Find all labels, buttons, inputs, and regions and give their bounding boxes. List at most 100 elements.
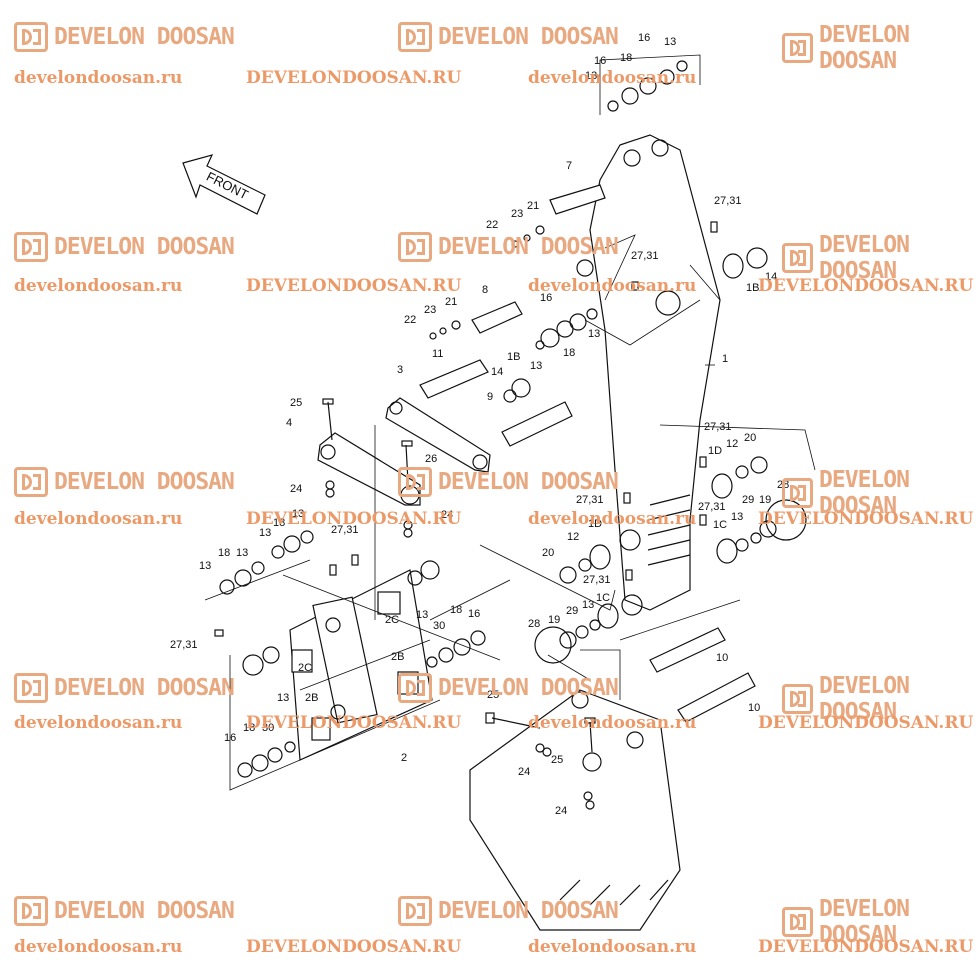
watermark-logo: DEVELON DOOSAN [14,673,235,703]
part-label: 12 [726,438,739,450]
watermark-logo: DEVELON DOOSAN [14,232,235,262]
part-label: 16 [594,55,607,67]
grease-nipples [214,221,718,637]
brand-logo-icon [398,232,432,262]
part-label: 13 [277,692,290,704]
part-label: 2B [391,651,405,663]
watermark-logo: DEVELON DOOSAN [398,896,619,926]
part-label: 27,31 [631,250,659,262]
watermark-logo: DEVELON DOOSAN [782,232,980,284]
part-label: 10 [716,652,729,664]
part-label: 24 [555,805,568,817]
watermark-url: DEVELONDOOSAN.RU [246,937,462,957]
part-label: 13 [530,360,543,372]
part-label: 29 [742,494,755,506]
leader-lines [204,54,816,791]
watermark-logo: DEVELON DOOSAN [782,673,980,725]
brand-logo-icon [782,33,814,63]
part-label: 18 [218,547,231,559]
part-label: 12 [567,531,580,543]
watermark-logo: DEVELON DOOSAN [398,467,619,497]
part-label: 25 [551,754,564,766]
part-label: 24 [518,766,531,778]
part-label: 18 [620,52,633,64]
part-label: 14 [491,366,504,378]
part-label: 23 [511,208,524,220]
part-label: 2 [401,752,408,764]
part-label: 8 [482,284,489,296]
watermark-url: develondoosan.ru [14,937,183,957]
part-label: 4 [286,417,293,429]
brand-logo-icon [14,232,48,262]
brand-logo-icon [398,673,432,703]
watermark-url: develondoosan.ru [14,276,183,296]
part-label: 18 [273,517,286,529]
brand-logo-icon [782,907,814,937]
part-label: 11 [432,348,444,360]
watermark-url: DEVELONDOOSAN.RU [758,509,974,529]
part-label: 23 [424,304,437,316]
watermark-url: develondoosan.ru [14,68,183,88]
watermark-url: develondoosan.ru [528,68,697,88]
part-label: 27,31 [170,639,198,651]
brand-logo-icon [14,22,48,52]
watermark-logo: DEVELON DOOSAN [398,232,619,262]
watermark-logo: DEVELON DOOSAN [398,22,619,52]
watermark-url: develondoosan.ru [14,713,183,733]
part-label: 13 [416,609,429,621]
brand-logo-icon [398,22,432,52]
part-label: 13 [292,508,305,520]
part-label: 27,31 [583,574,611,586]
watermark-logo: DEVELON DOOSAN [782,22,980,74]
part-label: 16 [224,732,237,744]
brand-logo-icon [782,684,814,714]
part-label: 13 [585,70,598,82]
watermark-logo: DEVELON DOOSAN [398,673,619,703]
part-label: 1D [588,518,603,530]
part-label: 27,31 [704,421,732,433]
washers [219,60,777,778]
part-label: 27,31 [576,494,604,506]
part-label: 25 [290,397,303,409]
bucket [469,689,681,931]
watermark-url: DEVELONDOOSAN.RU [246,276,462,296]
part-label: 13 [664,36,677,48]
part-label: 18 [450,604,463,616]
brand-logo-icon [14,467,48,497]
boom-arm [576,134,721,616]
watermark-url: DEVELONDOOSAN.RU [246,509,462,529]
part-label: 13 [588,328,601,340]
brand-logo-icon [14,673,48,703]
part-label: 1B [746,282,760,294]
part-label: 30 [262,722,275,734]
part-label: 25 [487,689,500,701]
part-label: 21 [445,296,458,308]
part-label: 10 [748,702,761,714]
part-label: 2C [298,662,313,674]
watermark-url: DEVELONDOOSAN.RU [758,276,974,296]
pin-10b [677,672,756,723]
part-label: 13 [199,560,212,572]
part-label: 14 [765,271,778,283]
pin-10a [649,627,726,673]
part-label: 2B [305,692,319,704]
part-label: 1 [722,353,729,365]
part-label: 27,31 [714,195,742,207]
part-label: 13 [236,547,249,559]
part-label: 27,31 [698,501,726,513]
part-label: 16 [638,32,651,44]
watermark-logo: DEVELON DOOSAN [14,22,235,52]
link-3 [385,397,491,473]
seal-ring-28b [534,626,572,664]
part-label: 29 [566,605,579,617]
pin-9 [501,401,573,447]
part-label: 30 [433,620,446,632]
watermark-url: develondoosan.ru [528,276,697,296]
part-label: 13 [259,527,272,539]
part-label: 22 [486,219,499,231]
watermark-url: develondoosan.ru [528,509,697,529]
seal-ring-28a [765,499,807,541]
part-label: 1C [713,519,728,531]
pin-11 [419,359,489,399]
watermark-url: DEVELONDOOSAN.RU [246,713,462,733]
